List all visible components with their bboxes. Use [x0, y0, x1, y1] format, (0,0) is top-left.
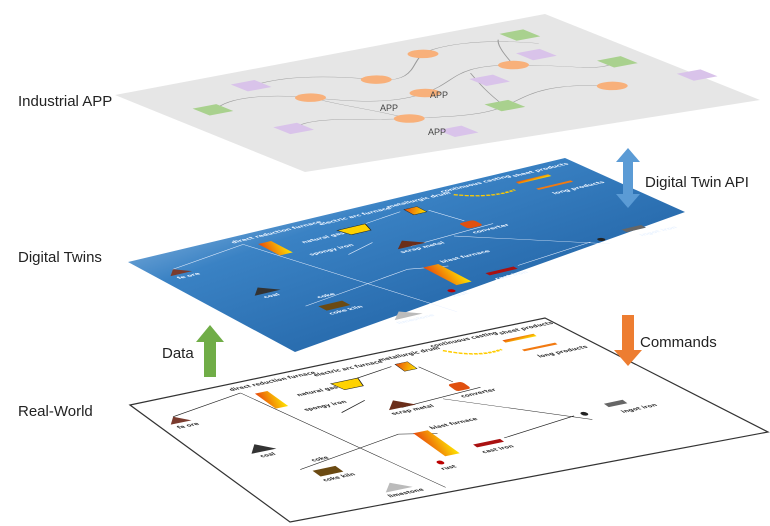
app-node-purple[interactable]	[469, 74, 511, 86]
digital-twin-api-arrow	[616, 148, 640, 208]
electric-arc-furnace-icon	[329, 377, 364, 391]
cast-iron-label: cast iron	[493, 270, 531, 281]
continuous-casting-icon	[442, 348, 503, 355]
rust-icon	[436, 460, 445, 465]
coke-label: coke	[309, 455, 331, 462]
app-node-purple[interactable]	[516, 48, 557, 61]
fe-ore-label: fe ore	[175, 272, 202, 280]
limestone-label: limestone	[386, 487, 426, 498]
coal-label: coal	[262, 293, 283, 300]
converter-label: converter	[459, 388, 498, 399]
app-nodes	[192, 29, 718, 138]
app-node-label: APP	[428, 127, 446, 137]
app-node-circle[interactable]	[591, 80, 634, 92]
direct-reduction-furnace-icon	[258, 240, 293, 256]
cast-iron-label: cast iron	[480, 444, 516, 454]
industrial-app-layer: APP APP APP	[115, 14, 760, 172]
blast-furnace-icon	[423, 263, 472, 286]
real-world-layer: fe ore coal coke coke kiln limestone dir…	[128, 317, 770, 523]
app-network	[192, 29, 718, 138]
real-process-diagram: fe ore coal coke coke kiln limestone dir…	[170, 321, 660, 499]
coke-kiln-label: coke kiln	[327, 305, 365, 316]
app-node-circle[interactable]	[404, 87, 447, 99]
converter-icon	[460, 220, 482, 229]
data-label: Data	[162, 345, 194, 362]
down-arrow-icon	[614, 315, 642, 366]
continuous-casting-icon	[453, 189, 517, 197]
data-arrow	[196, 325, 224, 377]
rust-label: rust	[450, 291, 470, 297]
converter-label: converter	[471, 223, 513, 235]
scrap-metal-icon	[389, 400, 417, 411]
coal-label: coal	[258, 452, 278, 459]
app-node-label: APP	[380, 103, 398, 113]
app-node-purple[interactable]	[230, 80, 272, 92]
digital-twin-layer: fe ore coal coke coke kiln limestone dir…	[128, 158, 685, 352]
ingot-cart-icon	[597, 237, 606, 241]
ingot-iron-label: ingot iron	[620, 403, 660, 414]
app-node-green[interactable]	[192, 104, 234, 116]
real-world-plane	[128, 317, 770, 523]
fe-ore-icon	[170, 416, 192, 425]
digital-twins-layer-label: Digital Twins	[18, 249, 102, 266]
blast-furnace-icon	[413, 430, 460, 457]
app-node-circle[interactable]	[355, 74, 398, 86]
metallurgic-drum-icon	[403, 206, 428, 216]
real-world-layer-label: Real-World	[18, 403, 93, 420]
cast-iron-icon	[473, 438, 505, 448]
app-node-purple[interactable]	[676, 69, 718, 81]
direct-reduction-furnace-icon	[254, 391, 289, 409]
app-node-label: APP	[430, 90, 448, 100]
coke-label: coke	[315, 292, 337, 299]
up-arrow-icon	[196, 325, 224, 377]
app-node-circle[interactable]	[388, 113, 431, 125]
scrap-metal-icon	[397, 240, 426, 250]
coke-kiln-icon	[318, 300, 351, 311]
coal-icon	[254, 287, 281, 296]
app-node-circle[interactable]	[402, 48, 445, 60]
rust-icon	[447, 289, 456, 293]
sheet-products-icon	[515, 174, 552, 184]
coke-kiln-label: coke kiln	[321, 472, 358, 482]
app-node-circle[interactable]	[289, 92, 332, 104]
app-node-circle[interactable]	[492, 59, 535, 71]
app-node-purple[interactable]	[273, 122, 315, 135]
cast-iron-icon	[485, 266, 518, 276]
limestone-icon	[394, 311, 423, 321]
ingot-cart-icon	[580, 411, 589, 416]
long-products-icon	[521, 342, 558, 352]
metallurgic-drum-icon	[394, 361, 418, 372]
long-products-icon	[536, 180, 574, 190]
converter-icon	[448, 382, 470, 391]
sheet-products-icon	[502, 333, 537, 343]
ingot-iron-label: ingot iron	[638, 226, 679, 237]
commands-label: Commands	[640, 334, 717, 351]
ingot-iron-icon	[621, 224, 647, 233]
electric-arc-furnace-icon	[336, 223, 372, 235]
app-node-green[interactable]	[597, 56, 638, 68]
fe-ore-label: fe ore	[175, 422, 201, 430]
limestone-label: limestone	[395, 314, 437, 325]
digital-twin-api-label: Digital Twin API	[645, 174, 749, 191]
app-node-green[interactable]	[499, 29, 541, 41]
bidirectional-arrow-icon	[616, 148, 640, 208]
fe-ore-icon	[170, 269, 193, 277]
twin-plane	[128, 158, 685, 352]
rust-label: rust	[439, 464, 459, 471]
limestone-icon	[385, 482, 413, 493]
coke-kiln-icon	[312, 465, 344, 477]
ingot-iron-icon	[603, 399, 628, 408]
commands-arrow	[614, 315, 642, 366]
industrial-app-layer-label: Industrial APP	[18, 93, 112, 110]
app-node-purple[interactable]	[437, 125, 479, 138]
app-node-green[interactable]	[484, 99, 526, 112]
coal-icon	[251, 444, 277, 454]
